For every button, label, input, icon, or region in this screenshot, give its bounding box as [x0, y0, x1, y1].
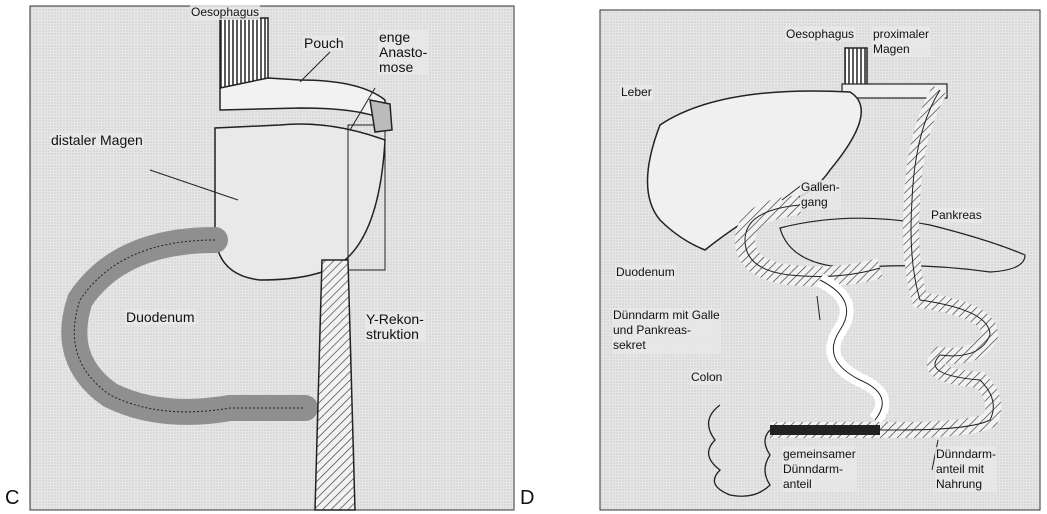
label-oesophagus-d: Oesophagus	[785, 27, 855, 42]
label-duodenum: Duodenum	[125, 310, 196, 325]
panel-c-illustration	[0, 0, 520, 514]
label-pankreas: Pankreas	[930, 208, 983, 223]
label-colon: Colon	[690, 370, 723, 385]
panel-d-illustration	[520, 0, 1047, 514]
label-gallengang: Gallen- gang	[800, 180, 841, 210]
label-leber: Leber	[620, 85, 653, 100]
roux-limb-shape	[315, 260, 355, 510]
panel-d-letter: D	[520, 487, 534, 510]
label-duenndarm-nahrung: Dünndarm- anteil mit Nahrung	[935, 447, 997, 492]
oesophagus-shape-d	[845, 48, 867, 88]
panel-c-letter: C	[5, 487, 19, 510]
label-distaler-magen: distaler Magen	[50, 133, 144, 148]
label-gemeinsamer: gemeinsamer Dünndarm- anteil	[782, 447, 857, 492]
label-y-rekonstruktion: Y-Rekon- struktion	[365, 312, 425, 342]
label-pouch: Pouch	[303, 36, 345, 51]
label-oesophagus: Oesophagus	[190, 5, 260, 20]
panel-d: Oesophagus proximaler Magen Leber Gallen…	[520, 0, 1047, 514]
panel-c: Oesophagus Pouch enge Anasto- mose dista…	[0, 0, 520, 514]
oesophagus-shape	[220, 18, 268, 88]
label-anastomose: enge Anasto- mose	[378, 30, 428, 75]
label-duodenum-d: Duodenum	[615, 265, 676, 280]
label-proximaler-magen: proximaler Magen	[872, 27, 930, 57]
label-duenndarm-galle: Dünndarm mit Galle und Pankreas- sekret	[612, 308, 721, 353]
